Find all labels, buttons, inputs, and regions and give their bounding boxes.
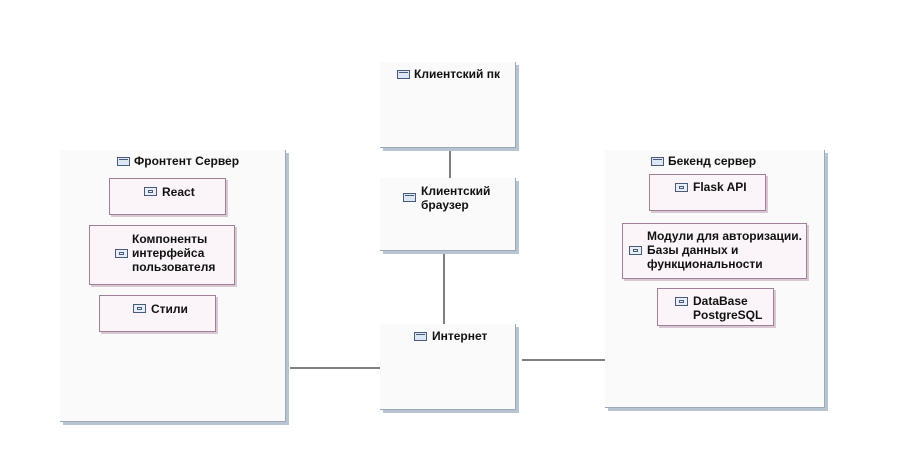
node-icon bbox=[117, 157, 130, 166]
node-title: Клиентский браузер bbox=[421, 184, 491, 212]
component-icon bbox=[675, 297, 688, 306]
node-client-browser[interactable]: Клиентский браузер bbox=[380, 178, 516, 251]
node-title: Фронтент Сервер bbox=[134, 154, 240, 168]
component-label: Flask API bbox=[693, 180, 747, 194]
node-icon bbox=[651, 157, 664, 166]
node-icon bbox=[403, 193, 416, 202]
node-internet[interactable]: Интернет bbox=[380, 324, 516, 410]
node-icon bbox=[397, 70, 410, 79]
node-frontend-server[interactable]: Фронтент Сервер React Компоненты интерфе… bbox=[60, 150, 286, 422]
component-styles[interactable]: Стили bbox=[99, 295, 216, 332]
node-icon bbox=[414, 332, 427, 341]
component-label: Стили bbox=[151, 302, 188, 316]
component-flask-api[interactable]: Flask API bbox=[649, 174, 766, 211]
component-database[interactable]: DataBase PostgreSQL bbox=[657, 288, 774, 326]
node-title: Интернет bbox=[432, 329, 488, 343]
node-backend-server[interactable]: Бекенд сервер Flask API Модули для автор… bbox=[605, 150, 825, 408]
node-client-pc[interactable]: Клиентский пк bbox=[380, 62, 516, 148]
component-label: Компоненты интерфейса пользователя bbox=[132, 232, 216, 274]
component-icon bbox=[629, 246, 642, 255]
component-ui[interactable]: Компоненты интерфейса пользователя bbox=[89, 225, 235, 285]
node-title: Бекенд сервер bbox=[668, 154, 757, 168]
component-react[interactable]: React bbox=[109, 178, 226, 215]
component-label: React bbox=[162, 185, 195, 199]
component-icon bbox=[133, 304, 146, 313]
node-title: Клиентский пк bbox=[414, 67, 500, 81]
component-modules[interactable]: Модули для авторизации. Базы данных и фу… bbox=[622, 223, 807, 279]
component-label: Модули для авторизации. Базы данных и фу… bbox=[647, 229, 802, 271]
component-label: DataBase PostgreSQL bbox=[693, 294, 763, 322]
component-icon bbox=[144, 187, 157, 196]
component-icon bbox=[675, 183, 688, 192]
component-icon bbox=[115, 249, 128, 258]
